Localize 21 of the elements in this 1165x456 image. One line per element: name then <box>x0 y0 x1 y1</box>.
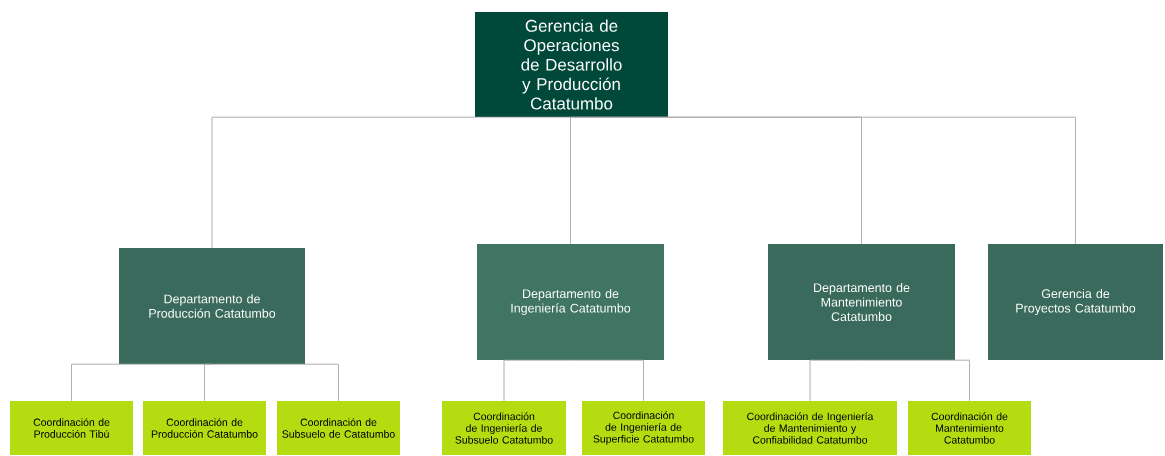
connector-line <box>861 359 970 402</box>
connector-line <box>503 359 571 402</box>
department-box: Departamento de Producción Catatumbo <box>119 248 305 364</box>
department-box: Departamento de Mantenimiento Catatumbo <box>768 244 955 360</box>
connector-line <box>211 363 339 402</box>
department-box: Departamento de Ingeniería Catatumbo <box>477 244 664 360</box>
department-box: Gerencia de Proyectos Catatumbo <box>988 244 1163 360</box>
connector-line <box>211 116 572 249</box>
coordination-box: Coordinación de Ingeniería de Mantenimiento y Confiabilidad Catatumbo <box>723 401 897 455</box>
connector-line <box>570 116 572 245</box>
connector-line <box>809 359 862 402</box>
connector-line <box>204 363 213 402</box>
connector-line <box>571 116 1076 245</box>
coordination-box: Coordinación de Ingeniería de Subsuelo Catatumbo <box>442 401 566 455</box>
coordination-box: Coordinación de Mantenimiento Catatumbo <box>908 401 1031 455</box>
coordination-box: Coordinación de Producción Tibú <box>10 401 133 455</box>
management-box: Gerencia de Operaciones de Desarrollo y Producción Catatumbo <box>475 12 668 117</box>
coordination-box: Coordinación de Ingeniería de Superficie Catatumbo <box>582 401 705 455</box>
coordination-box: Coordinación de Subsuelo de Catatumbo <box>277 401 400 455</box>
connector-line <box>570 359 644 402</box>
coordination-box: Coordinación de Producción Catatumbo <box>143 401 266 455</box>
